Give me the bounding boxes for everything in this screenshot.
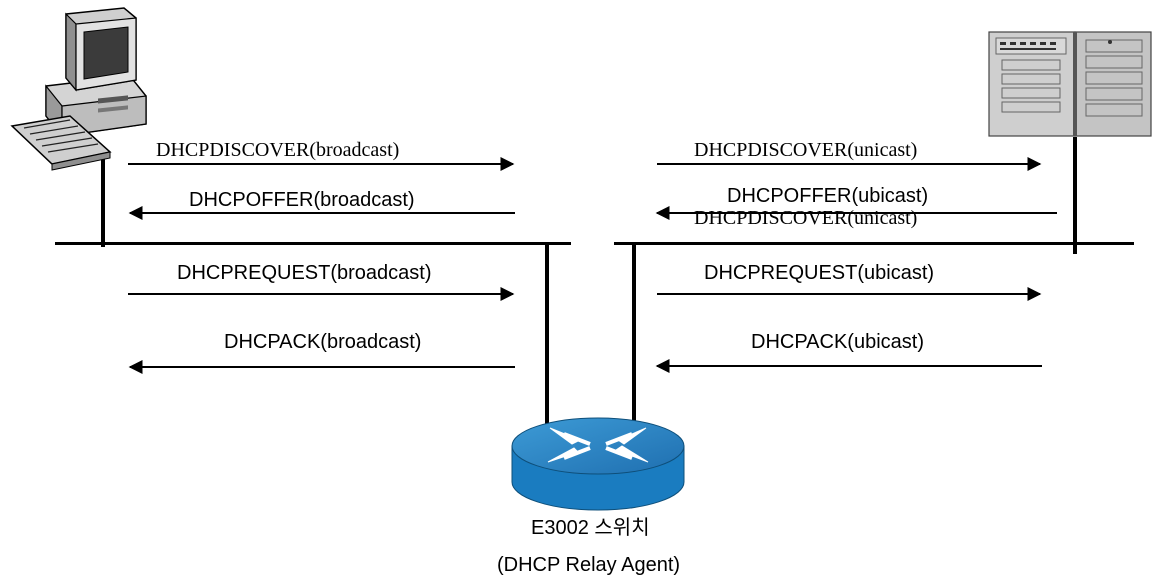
desktop-computer-icon <box>10 7 147 171</box>
right-ack-label: DHCPACK(ubicast) <box>751 331 924 353</box>
left-network-segment <box>55 242 571 245</box>
client-drop-line <box>101 155 105 247</box>
right-discover-label: DHCPDISCOVER(unicast) <box>694 139 918 161</box>
relay-left-uplink <box>545 244 549 426</box>
relay-role-label: (DHCP Relay Agent) <box>497 554 681 576</box>
router-icon <box>511 417 685 511</box>
right-network-segment <box>614 242 1134 245</box>
left-request-label: DHCPREQUEST(broadcast) <box>177 262 432 284</box>
server-drop-line <box>1073 137 1077 254</box>
right-offer-label: DHCPOFFER(ubicast) <box>727 185 929 207</box>
relay-name-label: E3002 스위치 <box>531 517 650 539</box>
left-discover-label: DHCPDISCOVER(broadcast) <box>156 139 400 161</box>
right-offer-overlay-label: DHCPDISCOVER(unicast) <box>694 207 918 229</box>
left-offer-label: DHCPOFFER(broadcast) <box>189 189 415 211</box>
relay-right-uplink <box>632 244 636 426</box>
server-tower-icon <box>988 31 1152 137</box>
right-request-label: DHCPREQUEST(ubicast) <box>704 262 935 284</box>
left-ack-label: DHCPACK(broadcast) <box>224 331 422 353</box>
